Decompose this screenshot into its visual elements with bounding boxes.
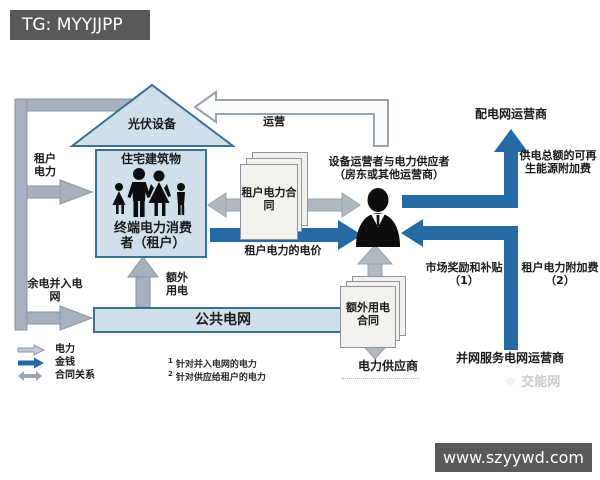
extra-use-arrow [127, 256, 159, 308]
tenant-price-label: 租户电力的电价 [244, 244, 322, 257]
extra-contract-docs: 额外用电合同 [340, 276, 408, 354]
power-supplier-label: 电力供应商 [357, 359, 418, 373]
pv-roof [69, 83, 236, 147]
pv-output-pipe [14, 98, 136, 331]
contract-arrow-icon [18, 370, 42, 381]
tenant-contract-label: 租户电力合同 [241, 186, 297, 212]
footnote-2-marker: 2 [168, 370, 173, 378]
surplus-to-grid-label: 余电并入电网 [27, 277, 83, 303]
operator-title-label: 设备运营者与电力供应者（房东或其他运营商） [328, 155, 450, 181]
tenant-surcharge-ref: （2） [545, 273, 575, 287]
watermark-text: 交能网 [521, 375, 561, 390]
market-subsidy-label: 市场奖励和补贴 （1） [420, 261, 508, 287]
site-watermark: ☼ 交能网 [505, 371, 595, 390]
pv-equipment-label: 光伏设备 [127, 117, 176, 131]
sun-logo-icon: ☼ [505, 375, 517, 390]
operator-person-icon [356, 188, 400, 247]
market-subsidy-text: 市场奖励和补贴 [425, 261, 503, 274]
tenant-surcharge-label: 租户电力附加费 （2） [516, 261, 600, 287]
market-subsidy-ref: （1） [449, 273, 479, 287]
tenant-power-arrowhead [59, 179, 94, 205]
tenant-contract-docs: 租户电力合同 [240, 152, 310, 242]
power-arrow-icon [17, 343, 46, 356]
tenant-surcharge-text: 租户电力附加费 [521, 261, 599, 274]
subsidy-surcharge-arrow [401, 219, 518, 350]
end-consumer-label: 终端电力消费者（租户） [113, 221, 192, 251]
legend-money: 金钱 [16, 356, 75, 369]
legend-power-label: 电力 [55, 343, 75, 355]
divider [342, 378, 420, 379]
tenant-power-label: 租户电力 [34, 152, 56, 178]
tg-watermark-badge: TG: MYYJJPP [10, 10, 150, 40]
operation-label: 运营 [263, 115, 285, 128]
extra-use-label: 额外用电 [166, 271, 188, 297]
operation-arrow [193, 90, 389, 147]
legend-money-label: 金钱 [55, 356, 75, 368]
footnote-1-text: 针对并入电网的电力 [175, 360, 257, 370]
res-surcharge-label: 供电总额的可再生能源附加费 [519, 149, 597, 175]
surplus-arrowhead [59, 305, 94, 331]
legend-contract-label: 合同关系 [55, 369, 95, 381]
footnote-2-text: 针对供应给租户的电力 [175, 373, 266, 383]
public-grid-box: 公共电网 [93, 307, 353, 333]
extra-contract-label: 额外用电合同 [346, 301, 390, 327]
site-url-badge: www.szyywd.com [435, 443, 592, 472]
family-icon [112, 168, 185, 217]
legend-contract: 合同关系 [16, 369, 95, 382]
money-arrow-icon [18, 357, 44, 368]
legend-power: 电力 [16, 343, 75, 356]
grid-service-operator-label: 并网服务电网运营商 [455, 351, 564, 365]
footnote-1-marker: 1 [168, 357, 173, 365]
building-label: 住宅建筑物 [120, 152, 181, 166]
public-grid-label: 公共电网 [195, 311, 251, 328]
res-surcharge-arrow [402, 129, 528, 208]
distribution-operator-label: 配电网运营商 [474, 107, 547, 121]
